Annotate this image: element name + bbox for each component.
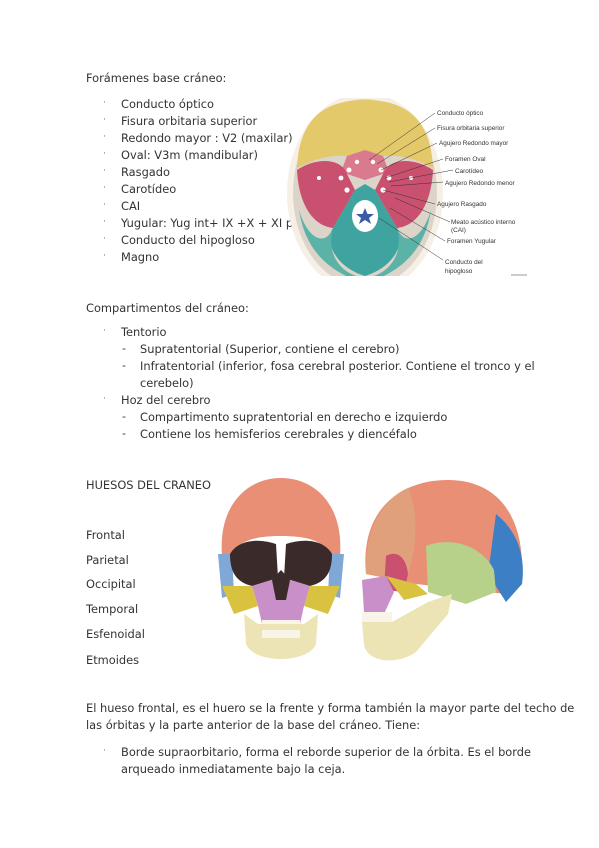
label-conducto-optico: Conducto óptico <box>437 110 484 117</box>
orbit-right <box>284 540 332 586</box>
bullet-icon: · <box>103 166 106 176</box>
bullet-icon: · <box>103 115 106 125</box>
borde-supraorbitario-line1: Borde supraorbitario, forma el reborde s… <box>121 745 531 759</box>
bullet-icon: · <box>103 200 106 210</box>
sub-item-infratentorial-cont: cerebelo) <box>140 376 194 390</box>
hueso-frontal: Frontal <box>86 528 125 542</box>
list-item: Magno <box>121 250 160 264</box>
frontal-bone <box>221 478 341 556</box>
bullet-icon: · <box>103 234 106 244</box>
mandible-lateral <box>362 594 452 661</box>
bullet-icon: · <box>103 98 106 108</box>
label-hipogloso-2: hipogloso <box>445 268 473 275</box>
nasal-cavity <box>272 570 290 600</box>
occipital-lateral <box>488 514 523 602</box>
label-foramen-oval: Foramen Oval <box>445 156 486 163</box>
list-item-tentorio: Tentorio <box>121 325 167 339</box>
list-item: Conducto del hipogloso <box>121 233 255 247</box>
label-carotideo: Carotídeo <box>455 168 484 175</box>
label-redondo-mayor: Agujero Redondo mayor <box>439 140 509 147</box>
sub-item-supratentorial: Supratentorial (Superior, contiene el ce… <box>140 342 400 356</box>
list-item: Rasgado <box>121 165 170 179</box>
list-item-hoz: Hoz del cerebro <box>121 393 211 407</box>
list-item: Redondo mayor : V2 (maxilar) <box>121 131 293 145</box>
hueso-temporal: Temporal <box>86 602 139 616</box>
foramenes-title: Forámenes base cráneo: <box>86 71 227 85</box>
bullet-icon: · <box>103 251 106 261</box>
sub-item-infratentorial: Infratentorial (inferior, fosa cerebral … <box>140 359 535 373</box>
hueso-parietal: Parietal <box>86 553 129 567</box>
hueso-esfenoidal: Esfenoidal <box>86 627 145 641</box>
list-item: Yugular: Yug int+ IX +X + XI pc <box>121 216 300 230</box>
label-cai: (CAI) <box>451 227 466 234</box>
bullet-icon: · <box>103 132 106 142</box>
frontal-lateral <box>365 488 416 580</box>
label-redondo-menor: Agujero Redondo menor <box>445 180 516 187</box>
lower-teeth <box>262 630 300 638</box>
hueso-etmoides: Etmoides <box>86 653 140 667</box>
list-item: Conducto óptico <box>121 97 214 111</box>
sub-item-compartimento: Compartimento supratentorial en derecho … <box>140 410 448 424</box>
bullet-icon: · <box>103 746 106 756</box>
temporal-lateral <box>426 542 496 604</box>
frontal-paragraph-line1: El hueso frontal, es el huero se la fren… <box>86 701 575 715</box>
zygomatic-right <box>304 586 340 614</box>
skull-frontal-figure <box>218 478 344 659</box>
list-item: Carotídeo <box>121 182 177 196</box>
sphenoid-region <box>341 150 389 180</box>
bullet-icon: · <box>103 149 106 159</box>
list-item: Oval: V3m (mandibular) <box>121 148 258 162</box>
bullet-icon: · <box>103 394 106 404</box>
zygomatic-left <box>222 586 258 614</box>
sub-item-hemisferios: Contiene los hemisferios cerebrales y di… <box>140 427 417 441</box>
zygomatic-lateral <box>386 576 428 600</box>
bullet-icon: · <box>103 217 106 227</box>
label-foramen-yugular: Foramen Yugular <box>447 238 497 245</box>
list-item: CAI <box>121 199 141 213</box>
star-icon <box>356 208 374 224</box>
label-hipogloso-1: Conducto del <box>445 259 483 266</box>
orbit-left <box>230 540 278 586</box>
compartimentos-title: Compartimentos del cráneo: <box>86 301 249 315</box>
frontal-paragraph-line2: las órbitas y la parte anterior de la ba… <box>86 718 421 732</box>
borde-supraorbitario-line2: arqueado inmediatamente bajo la ceja. <box>121 762 346 776</box>
maxilla-lateral <box>362 576 394 614</box>
bullet-icon: · <box>103 326 106 336</box>
skull-base-figure: Conducto óptico Fisura orbitaria superio… <box>287 98 527 276</box>
label-fisura-orbitaria: Fisura orbitaria superior <box>437 125 505 132</box>
label-meato: Meato acústico interno <box>451 219 516 226</box>
skull-lateral-figure <box>362 480 523 661</box>
list-item: Fisura orbitaria superior <box>121 114 258 128</box>
huesos-title: HUESOS DEL CRANEO <box>86 478 211 492</box>
frontal-region <box>297 100 433 168</box>
label-rasgado: Agujero Rasgado <box>437 201 487 208</box>
hueso-occipital: Occipital <box>86 577 136 591</box>
bullet-icon: · <box>103 183 106 193</box>
